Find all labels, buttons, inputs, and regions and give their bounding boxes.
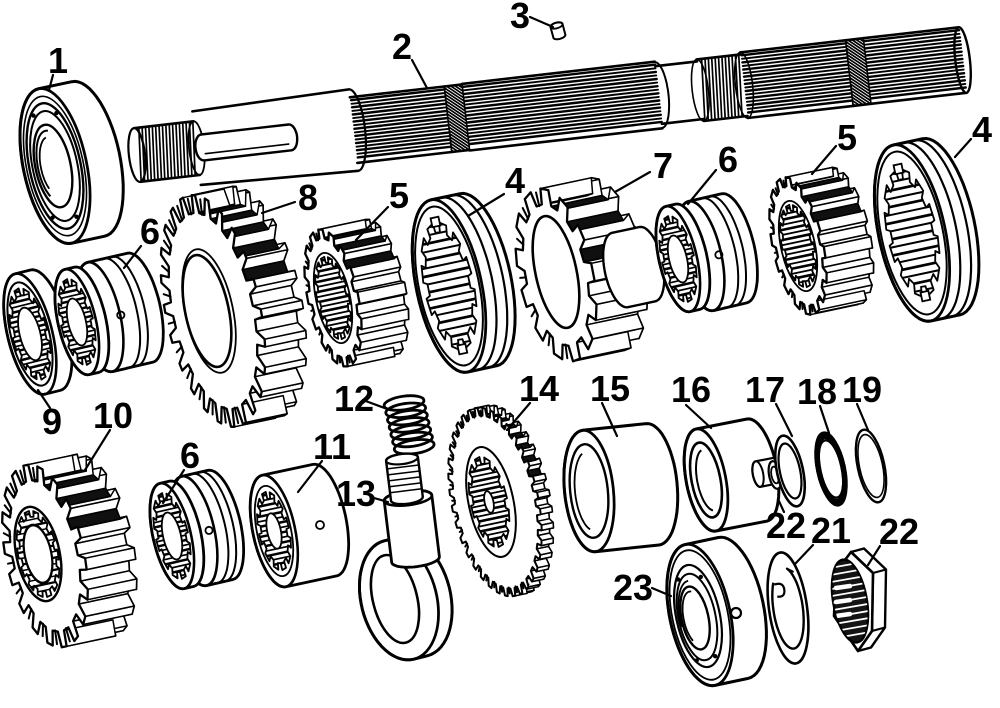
- svg-text:23: 23: [613, 567, 653, 608]
- svg-text:3: 3: [510, 0, 530, 36]
- svg-text:7: 7: [653, 145, 673, 186]
- svg-text:19: 19: [842, 369, 882, 410]
- svg-text:11: 11: [313, 426, 351, 467]
- svg-text:8: 8: [298, 177, 318, 218]
- svg-text:16: 16: [671, 369, 711, 410]
- svg-text:10: 10: [93, 395, 133, 436]
- svg-text:6: 6: [718, 139, 738, 180]
- svg-text:4: 4: [505, 160, 525, 201]
- svg-text:21: 21: [811, 510, 851, 551]
- svg-text:22: 22: [879, 511, 919, 552]
- svg-text:18: 18: [797, 371, 837, 412]
- svg-text:6: 6: [140, 211, 160, 252]
- svg-text:4: 4: [972, 109, 992, 150]
- svg-text:9: 9: [42, 401, 62, 442]
- svg-text:5: 5: [389, 175, 409, 216]
- svg-text:13: 13: [336, 473, 376, 514]
- svg-text:17: 17: [745, 369, 785, 410]
- svg-text:5: 5: [837, 117, 857, 158]
- svg-text:2: 2: [392, 26, 412, 67]
- svg-text:12: 12: [334, 378, 374, 419]
- svg-text:14: 14: [519, 368, 559, 409]
- svg-text:15: 15: [590, 368, 630, 409]
- svg-text:22: 22: [766, 505, 806, 546]
- svg-text:1: 1: [48, 40, 68, 81]
